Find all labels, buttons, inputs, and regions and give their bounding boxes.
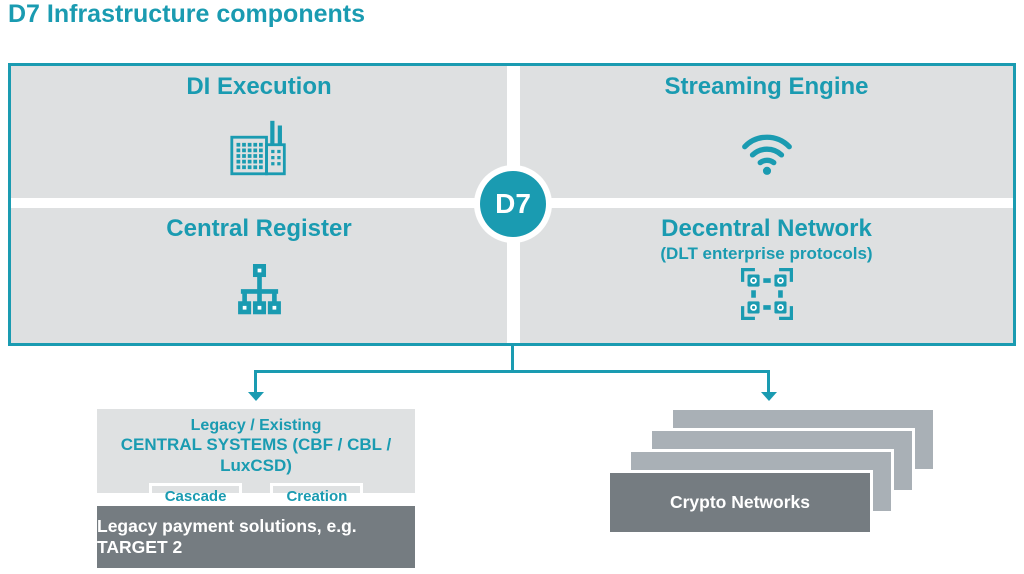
quadrant-label-central-register: Central Register [166, 215, 352, 242]
quadrant-sublabel-decentral-network: (DLT enterprise protocols) [660, 244, 873, 264]
connector-horizontal [254, 370, 770, 373]
legacy-payment-label: Legacy payment solutions, e.g. TARGET 2 [97, 516, 357, 557]
building-icon [229, 120, 289, 181]
quadrant-di-execution: DI Execution [11, 66, 507, 198]
d7-badge-label: D7 [480, 171, 546, 237]
quadrant-label-di-execution: DI Execution [186, 73, 332, 100]
dlt-network-icon [740, 268, 793, 325]
crypto-networks-label: Crypto Networks [669, 492, 811, 512]
org-chart-icon [236, 264, 283, 323]
legacy-systems-line2: CENTRAL SYSTEMS (CBF / CBL / LuxCSD) [120, 435, 392, 475]
quadrant-decentral-network: Decentral Network (DLT enterprise protoc… [520, 208, 1013, 343]
legacy-systems-line1: Legacy / Existing [190, 417, 322, 434]
wifi-icon [738, 127, 796, 181]
connector-drop-right [767, 370, 770, 393]
page-title: D7 Infrastructure components [8, 0, 366, 28]
arrowhead-left-icon [248, 392, 264, 401]
quadrant-central-register: Central Register [11, 208, 507, 343]
legacy-payment-box: Legacy payment solutions, e.g. TARGET 2 [97, 506, 415, 568]
quadrant-label-decentral-network: Decentral Network [661, 215, 872, 242]
quadrant-label-streaming-engine: Streaming Engine [664, 73, 869, 100]
connector-drop-left [254, 370, 257, 393]
quadrant-streaming-engine: Streaming Engine [520, 66, 1013, 198]
legacy-systems-box: Legacy / Existing CENTRAL SYSTEMS (CBF /… [97, 409, 415, 511]
crypto-networks-card: Crypto Networks [607, 470, 873, 535]
connector-stem [511, 346, 514, 371]
d7-center-badge: D7 [474, 165, 552, 243]
arrowhead-right-icon [761, 392, 777, 401]
